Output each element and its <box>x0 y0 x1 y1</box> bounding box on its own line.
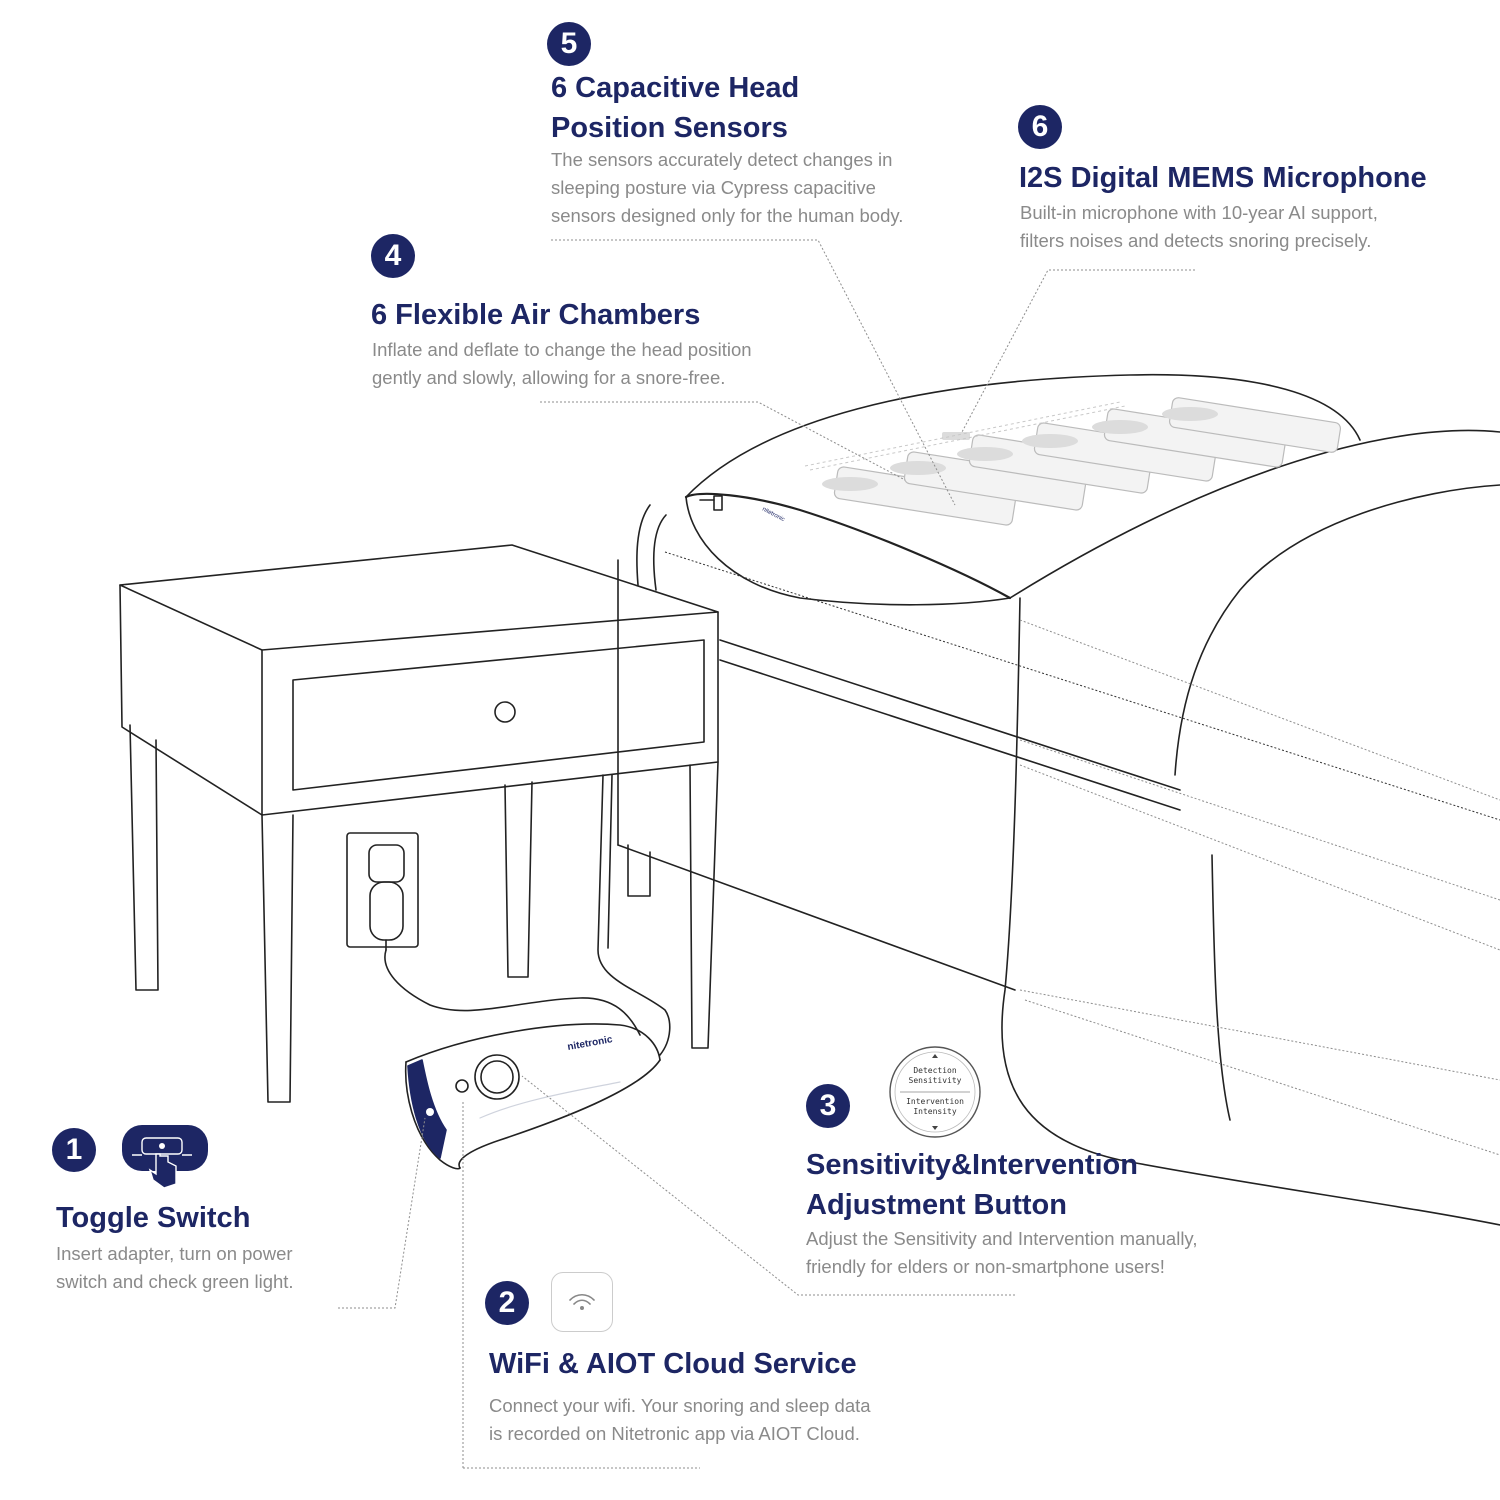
step-number-3: 3 <box>806 1084 850 1128</box>
feature-5-title-line: 6 Capacitive Head <box>551 72 800 104</box>
nightstand <box>119 544 719 1103</box>
feature-1-desc-line: switch and check green light. <box>56 1271 294 1292</box>
feature-4-title: 6 Flexible Air Chambers <box>371 295 700 335</box>
feature-2-desc-line: is recorded on Nitetronic app via AIOT C… <box>489 1423 860 1444</box>
feature-6-desc-line: filters noises and detects snoring preci… <box>1020 230 1372 251</box>
feature-5-desc-line: sensors designed only for the human body… <box>551 205 904 226</box>
feature-3-desc-line: Adjust the Sensitivity and Intervention … <box>806 1228 1198 1249</box>
feature-6-desc-line: Built-in microphone with 10-year AI supp… <box>1020 202 1378 223</box>
feature-4-desc-line: Inflate and deflate to change the head p… <box>372 339 752 360</box>
step-number-5: 5 <box>547 22 591 66</box>
control-box <box>404 1023 661 1170</box>
device-brand-label: nitetronic <box>567 1034 614 1053</box>
leader-lines <box>338 239 1500 1469</box>
step-number-1: 1 <box>52 1128 96 1172</box>
feature-3-title-line: Adjustment Button <box>806 1189 1067 1221</box>
pillow-brand-label: nitetronic <box>761 506 785 523</box>
feature-3-desc: Adjust the Sensitivity and Intervention … <box>806 1225 1197 1281</box>
step-number-6: 6 <box>1018 105 1062 149</box>
feature-6-title: I2S Digital MEMS Microphone <box>1019 158 1427 198</box>
feature-4-desc: Inflate and deflate to change the head p… <box>372 336 752 392</box>
feature-4-desc-line: gently and slowly, allowing for a snore-… <box>372 367 726 388</box>
feature-1-desc: Insert adapter, turn on power switch and… <box>56 1240 294 1296</box>
feature-5-title-line: Position Sensors <box>551 112 788 144</box>
feature-1-title: Toggle Switch <box>56 1198 250 1238</box>
feature-2-title: WiFi & AIOT Cloud Service <box>489 1344 857 1384</box>
feature-3-title: Sensitivity&Intervention Adjustment Butt… <box>806 1145 1138 1225</box>
pillow <box>636 373 1361 606</box>
feature-5-title: 6 Capacitive Head Position Sensors <box>551 68 799 148</box>
feature-2-title-line: WiFi & AIOT Cloud Service <box>489 1348 857 1380</box>
toggle-switch-icon <box>122 1125 208 1189</box>
feature-5-desc-line: The sensors accurately detect changes in <box>551 149 893 170</box>
feature-1-desc-line: Insert adapter, turn on power <box>56 1243 293 1264</box>
wall-outlet <box>346 832 641 1036</box>
feature-4-title-line: 6 Flexible Air Chambers <box>371 299 701 331</box>
step-number-4: 4 <box>371 234 415 278</box>
wifi-icon <box>551 1272 613 1332</box>
step-number-2: 2 <box>485 1281 529 1325</box>
feature-5-desc: The sensors accurately detect changes in… <box>551 146 903 230</box>
feature-5-desc-line: sleeping posture via Cypress capacitive <box>551 177 876 198</box>
feature-6-desc: Built-in microphone with 10-year AI supp… <box>1020 199 1378 255</box>
feature-1-title-line: Toggle Switch <box>56 1202 251 1234</box>
feature-3-desc-line: friendly for elders or non-smartphone us… <box>806 1256 1165 1277</box>
feature-2-desc: Connect your wifi. Your snoring and slee… <box>489 1392 871 1448</box>
dial-label-sensitivity: Sensitivity <box>909 1076 962 1085</box>
feature-6-title-line: I2S Digital MEMS Microphone <box>1019 162 1427 194</box>
bed-frame <box>617 559 1181 991</box>
bed-sheet <box>1001 429 1500 1226</box>
dial-label-intervention: Intervention <box>906 1097 964 1106</box>
dial-label-intensity: Intensity <box>913 1107 957 1116</box>
feature-3-title-line: Sensitivity&Intervention <box>806 1149 1138 1181</box>
adjustment-dial-icon: Detection Sensitivity Intervention Inten… <box>889 1046 981 1138</box>
dial-label-detection: Detection <box>913 1066 957 1075</box>
feature-2-desc-line: Connect your wifi. Your snoring and slee… <box>489 1395 871 1416</box>
